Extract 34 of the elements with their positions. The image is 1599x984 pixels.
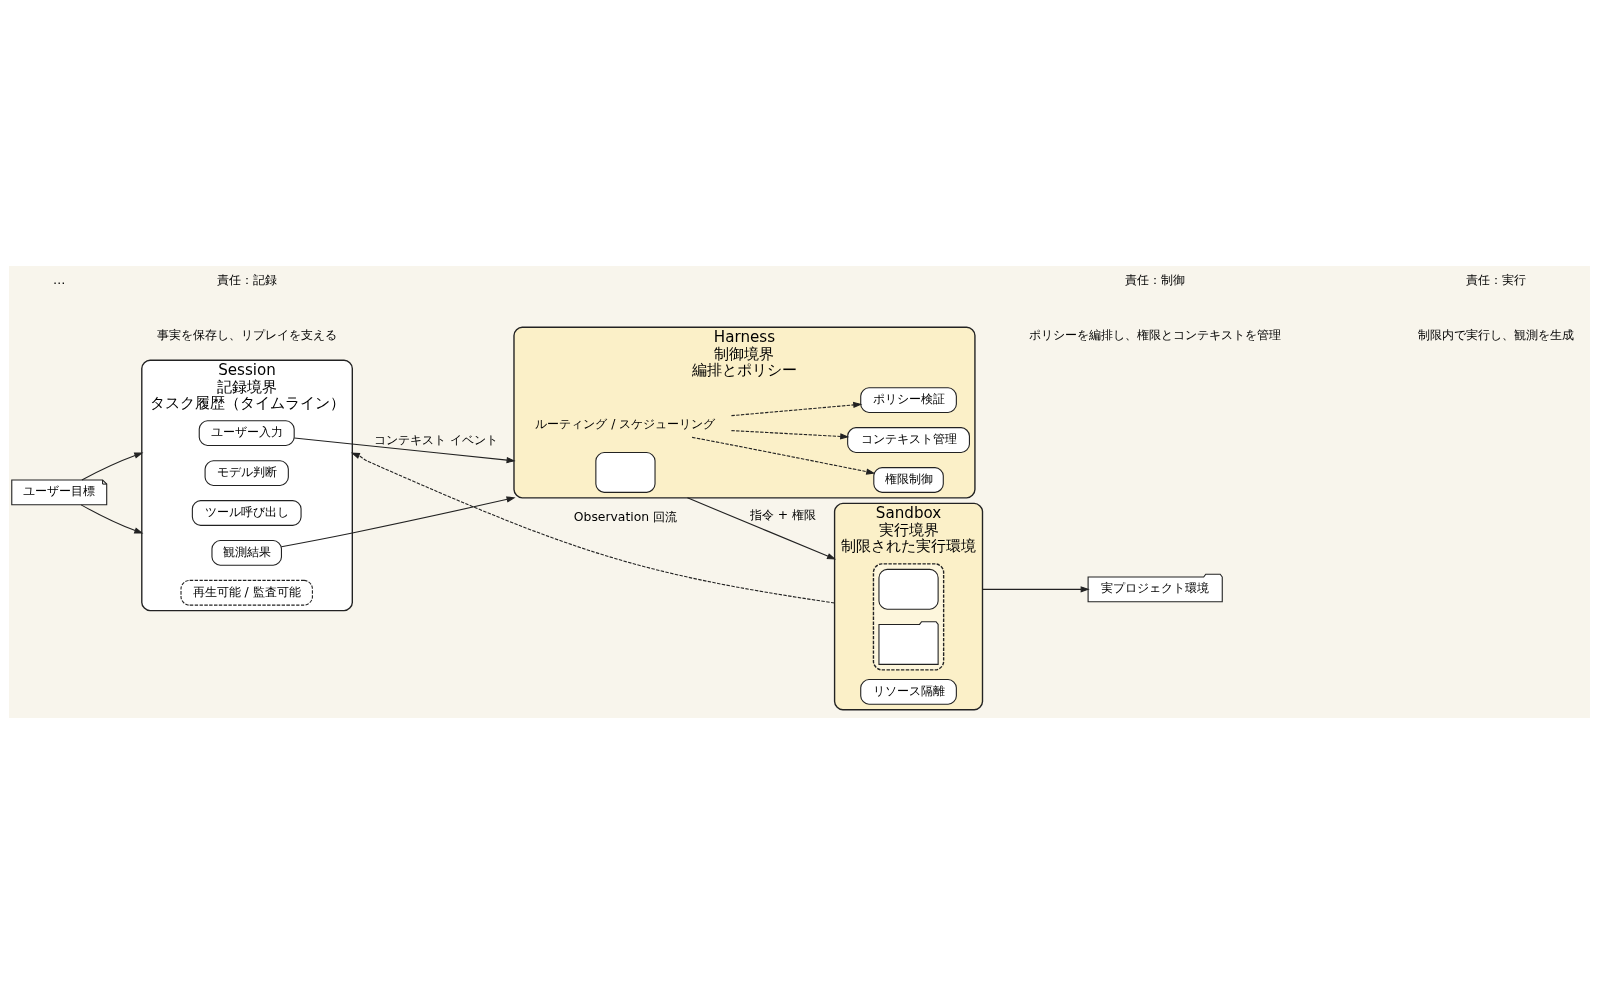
node-box: 権限制御	[873, 467, 944, 493]
arrow	[350, 452, 836, 604]
node-box: コンテキスト管理	[847, 427, 970, 453]
label: 事実を保存し、リプレイを支える	[156, 328, 337, 343]
node-box	[595, 451, 656, 493]
edge-label: コンテキスト イベント	[373, 432, 498, 447]
node-box: 再生可能 / 監査可能	[180, 579, 313, 606]
arrow	[730, 401, 863, 417]
arrow	[81, 452, 144, 481]
label: ポリシーを編排し、権限とコンテキストを管理	[1029, 328, 1282, 343]
label: …	[53, 273, 66, 288]
node-box: ユーザー入力	[198, 420, 295, 447]
label: 制限内で実行し、観測を生成	[1418, 328, 1575, 343]
arrow	[686, 497, 837, 560]
node-box: ツール呼び出し	[191, 500, 302, 526]
node-box: 観測結果	[211, 539, 282, 566]
cluster	[872, 563, 945, 671]
node-box: ポリシー検証	[860, 387, 957, 414]
arrow	[730, 430, 850, 440]
arrow	[280, 496, 516, 548]
node-box: モデル判断	[204, 460, 289, 486]
node-box	[878, 568, 939, 610]
node-text: ルーティング / スケジューリング	[535, 416, 716, 431]
node-box: リソース隔離	[860, 678, 957, 705]
arrow	[691, 436, 876, 475]
node-folder	[878, 621, 939, 665]
arrow	[80, 504, 144, 534]
label: 責任：制御	[1125, 273, 1186, 288]
label: 責任：記録	[216, 273, 277, 288]
label: 責任：実行	[1466, 273, 1527, 288]
edge-label: Observation 回流	[573, 509, 678, 524]
arrow	[981, 586, 1090, 593]
edge-label: 指令 + 権限	[749, 508, 817, 523]
arrow	[293, 437, 516, 464]
